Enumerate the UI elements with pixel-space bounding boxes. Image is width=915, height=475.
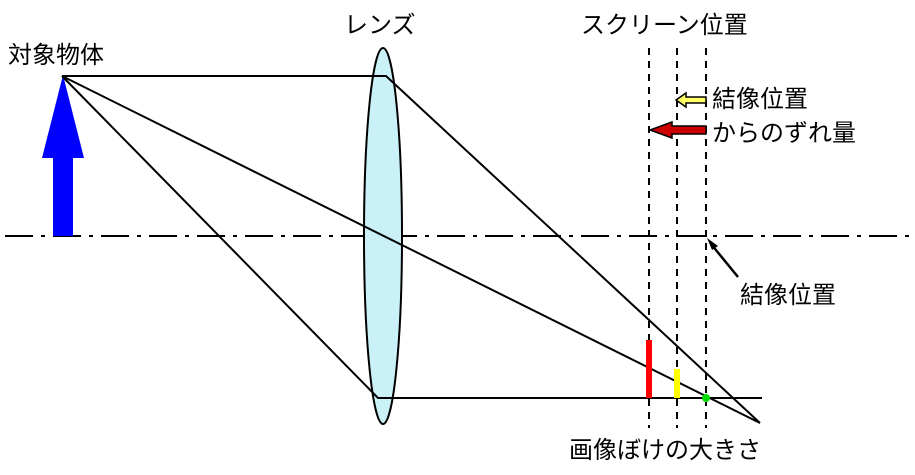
offset-arrow-large bbox=[647, 120, 707, 140]
ray-parallel bbox=[62, 75, 761, 424]
blur-size-label: 画像ぼけの大きさ bbox=[569, 436, 761, 464]
offset-arrow-small bbox=[674, 91, 707, 109]
screen-position-label: スクリーン位置 bbox=[581, 11, 748, 39]
image-position-pointer-line bbox=[710, 243, 739, 278]
lens-label: レンズ bbox=[344, 11, 416, 39]
object-arrow bbox=[42, 75, 84, 236]
offset-from-label: からのずれ量 bbox=[712, 119, 856, 147]
ray-focal bbox=[61, 75, 762, 399]
image-position-top-label: 結像位置 bbox=[712, 85, 808, 113]
image-position-axis-label: 結像位置 bbox=[740, 281, 836, 309]
light-rays bbox=[61, 75, 762, 424]
object-label: 対象物体 bbox=[8, 41, 104, 69]
ray-chief bbox=[61, 75, 761, 424]
image-position-pointer-head bbox=[707, 238, 718, 250]
focus-point bbox=[702, 394, 710, 402]
